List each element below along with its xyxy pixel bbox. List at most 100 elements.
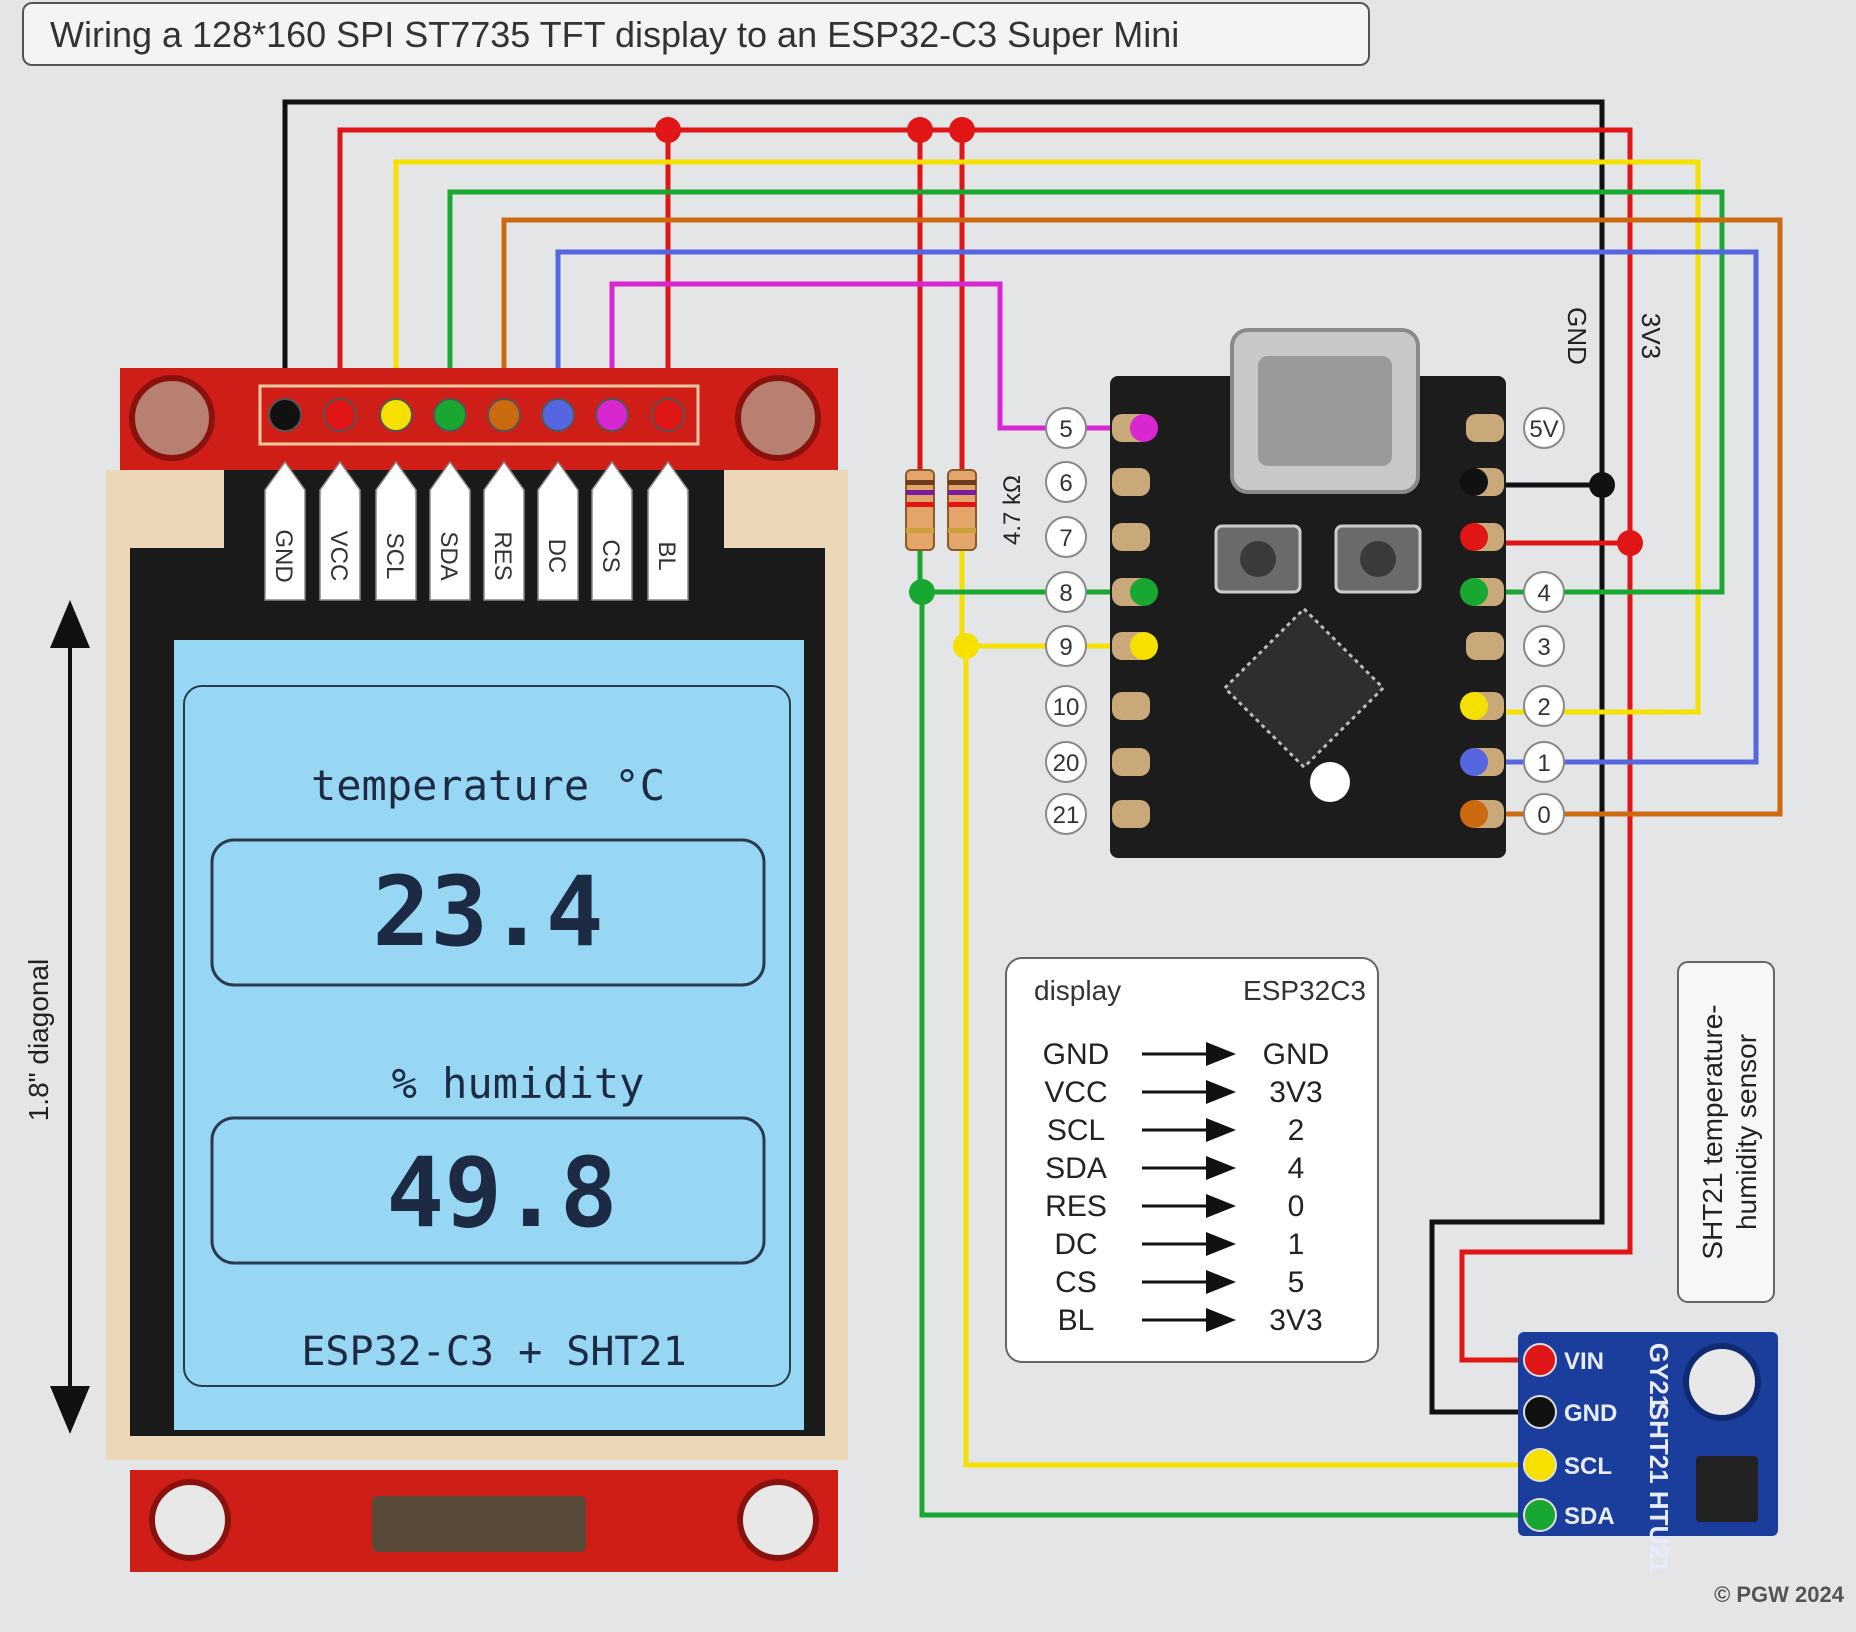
diagonal-arrowhead-top <box>50 600 90 648</box>
esp-pin-badge-right <box>1523 571 1565 613</box>
sensor-silk-model: GY21 <box>1644 1343 1674 1410</box>
header-pin-arrow <box>375 460 417 601</box>
mounting-hole <box>129 375 215 461</box>
esp-pin-wire-dot <box>1130 414 1158 442</box>
esp32c3-chip <box>1222 606 1386 770</box>
junction-dot <box>949 117 975 143</box>
mapping-from: VCC <box>1044 1076 1107 1109</box>
mapping-to: 0 <box>1288 1190 1305 1223</box>
mounting-hole <box>737 1479 819 1561</box>
mapping-header-right: ESP32C3 <box>1243 975 1366 1006</box>
esp-pad-left <box>1112 468 1150 496</box>
sensor-caption-frame <box>1677 961 1775 1303</box>
mapping-arrowhead <box>1206 1232 1236 1256</box>
resistor <box>905 469 935 551</box>
esp-pin-badge-left <box>1045 407 1087 449</box>
mapping-arrowhead <box>1206 1308 1236 1332</box>
esp-pin-number-left: 8 <box>1059 580 1072 607</box>
esp-pin-number-right: 5V <box>1529 416 1558 443</box>
diagonal-label: 1.8" diagonal <box>23 959 54 1122</box>
diagonal-indicator: 1.8" diagonal <box>23 600 90 1434</box>
esp-pin-badge-left <box>1045 741 1087 783</box>
mapping-to: 3V3 <box>1269 1304 1322 1337</box>
mapping-to: GND <box>1263 1038 1330 1071</box>
sensor-caption-line: SHT21 temperature- <box>1697 1004 1728 1259</box>
sensor-pin-label: SDA <box>1564 1503 1615 1530</box>
esp-pin-wire-dot <box>1460 692 1488 720</box>
esp-pin-badge-right <box>1523 625 1565 667</box>
wire-gnd <box>282 99 1605 1415</box>
resistor-label: 4.7 kΩ <box>999 475 1026 545</box>
sensor-pin-dot <box>1523 1498 1557 1532</box>
mapping-from: CS <box>1055 1266 1097 1299</box>
wire-sda-sensor <box>919 589 1540 1518</box>
sensor-pin-label: VIN <box>1564 1348 1604 1375</box>
esp-pin-wire-dot <box>1460 578 1488 606</box>
mapping-arrowhead <box>1206 1080 1236 1104</box>
sensor-chip <box>1696 1456 1758 1522</box>
header-pin-label: CS <box>597 539 624 572</box>
header-pin-arrow <box>264 460 306 601</box>
esp-pin-number-left: 21 <box>1053 802 1080 829</box>
sensor-pin-label: GND <box>1564 1400 1617 1427</box>
esp-pad-left <box>1112 692 1150 720</box>
esp-pin-badge-left <box>1045 461 1087 503</box>
header-pin-dot <box>487 398 521 432</box>
esp-label-gnd: GND <box>1562 307 1592 365</box>
header-pin-dot <box>323 398 357 432</box>
mapping-header-left: display <box>1034 975 1121 1006</box>
diagram-title: Wiring a 128*160 SPI ST7735 TFT display … <box>22 2 1370 66</box>
reset-button-cap <box>1360 541 1396 577</box>
mapping-from: RES <box>1045 1190 1107 1223</box>
wire-dc <box>555 249 1759 765</box>
credit: © PGW 2024 <box>1714 1582 1844 1607</box>
header-pin-arrow <box>537 460 579 601</box>
sensor-pin-label: SCL <box>1564 1453 1612 1480</box>
header-pin-label: SCL <box>381 533 408 580</box>
header-pin-label: BL <box>653 541 680 570</box>
mapping-from: GND <box>1043 1038 1110 1071</box>
resistor <box>947 469 977 551</box>
screen-footer: ESP32-C3 + SHT21 <box>301 1329 686 1375</box>
sensor-pins: VIN GND SCL SDA <box>1523 1343 1617 1532</box>
mapping-arrowhead <box>1206 1118 1236 1142</box>
header-pin-arrow <box>483 460 525 601</box>
sensor-mounting-hole <box>1683 1343 1761 1421</box>
status-led <box>1310 762 1350 802</box>
esp-pin-wire-dot <box>1460 748 1488 776</box>
esp-pad-right <box>1466 632 1504 660</box>
esp-pin-number-left: 5 <box>1059 416 1072 443</box>
esp-pin-badge-left <box>1045 625 1087 667</box>
lcd-panel-outline <box>183 685 791 1387</box>
mapping-to: 1 <box>1288 1228 1305 1261</box>
header-pin-dot <box>541 398 575 432</box>
esp-pad-left <box>1112 523 1150 551</box>
mapping-to: 5 <box>1288 1266 1305 1299</box>
esp-pad-right <box>1466 414 1504 442</box>
mapping-arrowhead <box>1206 1042 1236 1066</box>
mapping-table-box <box>1005 957 1379 1363</box>
wire-res <box>501 217 1783 817</box>
sensor-pin-dot <box>1523 1395 1557 1429</box>
header-pin-arrow <box>429 460 471 601</box>
junction-dot <box>1589 472 1615 498</box>
esp-pin-badge-left <box>1045 516 1087 558</box>
esp-pin-number-left: 6 <box>1059 470 1072 497</box>
wire-vcc <box>337 127 1633 1363</box>
mapping-from: SDA <box>1045 1152 1107 1185</box>
mapping-to: 2 <box>1288 1114 1305 1147</box>
header-pin-arrow <box>647 460 689 601</box>
sensor-pin-dot <box>1523 1448 1557 1482</box>
sensor-caption: SHT21 temperature-humidity sensor <box>1697 1004 1762 1259</box>
mapping-arrowhead <box>1206 1194 1236 1218</box>
lcd-screen <box>174 640 804 1430</box>
temperature-label: temperature °C <box>311 761 665 810</box>
esp-pin-wire-dot <box>1460 800 1488 828</box>
esp-pin-badge-right <box>1523 793 1565 835</box>
esp-pin-badge-right <box>1523 407 1565 449</box>
esp-pin-badge-left <box>1045 685 1087 727</box>
sd-socket <box>372 1496 586 1552</box>
header-pin-label: GND <box>270 529 297 582</box>
